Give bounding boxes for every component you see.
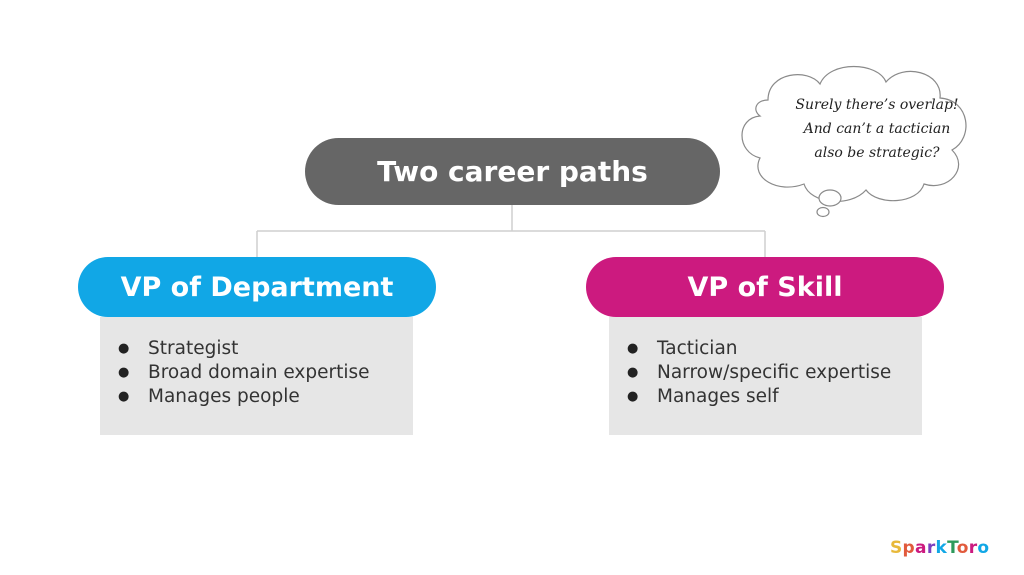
right-heading: VP of Skill	[687, 271, 843, 303]
thought-line: Surely there’s overlap!	[795, 97, 959, 113]
bullet-icon: ●	[118, 365, 130, 380]
bullet-icon: ●	[118, 341, 130, 356]
right-bullet-item: ● Narrow/specific expertise	[627, 361, 891, 385]
thought-line: also be strategic?	[814, 145, 940, 161]
logo-letter: a	[915, 538, 927, 558]
sparktoro-logo: SparkToro	[890, 538, 989, 558]
logo-letter: r	[968, 538, 978, 558]
right-bullet-list: ● Tactician ● Narrow/specific expertise …	[627, 337, 891, 409]
bullet-text: Tactician	[657, 338, 738, 359]
left-heading: VP of Department	[120, 271, 394, 303]
root-node: Two career paths	[305, 138, 720, 205]
thought-bubble-icon	[741, 65, 967, 218]
bullet-text: Broad domain expertise	[148, 362, 370, 383]
right-bullet-item: ● Tactician	[627, 337, 891, 361]
bullet-icon: ●	[627, 389, 639, 404]
right-details-box: ● Tactician ● Narrow/specific expertise …	[609, 317, 922, 435]
bullet-icon: ●	[118, 389, 130, 404]
bullet-text: Strategist	[148, 338, 239, 359]
right-heading-pill: VP of Skill	[586, 257, 944, 317]
left-bullet-list: ● Strategist ● Broad domain expertise ● …	[118, 337, 370, 409]
left-details-box: ● Strategist ● Broad domain expertise ● …	[100, 317, 413, 435]
bullet-text: Manages people	[148, 386, 300, 407]
logo-letter: S	[890, 538, 903, 558]
left-bullet-item: ● Strategist	[118, 337, 370, 361]
left-bullet-item: ● Manages people	[118, 385, 370, 409]
root-title: Two career paths	[377, 155, 648, 188]
logo-letter: p	[902, 538, 916, 558]
left-bullet-item: ● Broad domain expertise	[118, 361, 370, 385]
right-bullet-item: ● Manages self	[627, 385, 891, 409]
bullet-icon: ●	[627, 365, 639, 380]
logo-letter: o	[956, 538, 969, 558]
bullet-text: Narrow/specific expertise	[657, 362, 892, 383]
thought-bubble-text: Surely there’s overlap! And can’t a tact…	[772, 93, 982, 165]
logo-letter: T	[947, 538, 957, 558]
thought-line: And can’t a tactician	[803, 121, 951, 137]
left-heading-pill: VP of Department	[78, 257, 436, 317]
logo-letter: o	[977, 538, 990, 558]
bullet-icon: ●	[627, 341, 639, 356]
bullet-text: Manages self	[657, 386, 779, 407]
logo-letter: k	[935, 538, 948, 558]
logo-letter: r	[926, 538, 936, 558]
